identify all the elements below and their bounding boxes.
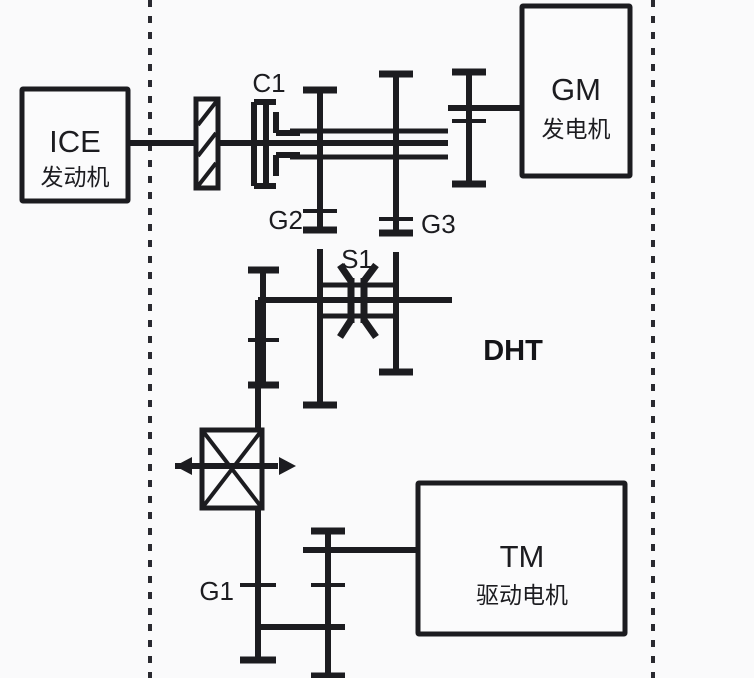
damper-hatch-2 <box>196 131 218 158</box>
clutch-c1 <box>251 99 300 189</box>
gear-g3 <box>379 70 413 237</box>
ice-name-cn-label: 发动机 <box>41 165 110 191</box>
gear-g3-label: G3 <box>421 209 456 239</box>
synchronizer-s1-label: S1 <box>341 244 373 274</box>
gear-g1-label: G1 <box>199 576 234 606</box>
synchronizer-s1 <box>337 262 379 340</box>
torsional-damper <box>193 96 221 191</box>
damper-hatch-1 <box>196 100 218 127</box>
s1-fork-upper-left <box>337 263 354 283</box>
gm-unit-box <box>519 3 633 179</box>
tm-abbr-label: TM <box>500 539 545 574</box>
gm-drive-gear <box>452 68 486 188</box>
gear-g1 <box>240 583 276 664</box>
tm-name-cn-label: 驱动电机 <box>476 583 568 609</box>
gear-g2 <box>303 86 337 234</box>
s1-fork-upper-right <box>361 262 379 284</box>
intermediate-idler-gear <box>248 266 279 389</box>
dht-region-label: DHT <box>483 335 543 367</box>
sync-hub-right-gear <box>370 252 413 376</box>
differential-assembly <box>175 427 296 511</box>
tm-pinion-gear <box>311 527 345 678</box>
clutch-c1-label: C1 <box>252 68 285 98</box>
gm-abbr-label: GM <box>551 72 601 107</box>
gm-name-cn-label: 发电机 <box>542 117 611 143</box>
ice-abbr-label: ICE <box>49 124 101 159</box>
tm-unit-box <box>415 480 628 637</box>
gear-g2-label: G2 <box>268 205 303 235</box>
damper-hatch-3 <box>196 161 218 188</box>
s1-fork-lower-right <box>361 317 379 340</box>
s1-fork-lower-left <box>337 318 354 339</box>
differential-left-arrow-icon <box>175 457 192 475</box>
differential-right-arrow-icon <box>279 457 296 475</box>
